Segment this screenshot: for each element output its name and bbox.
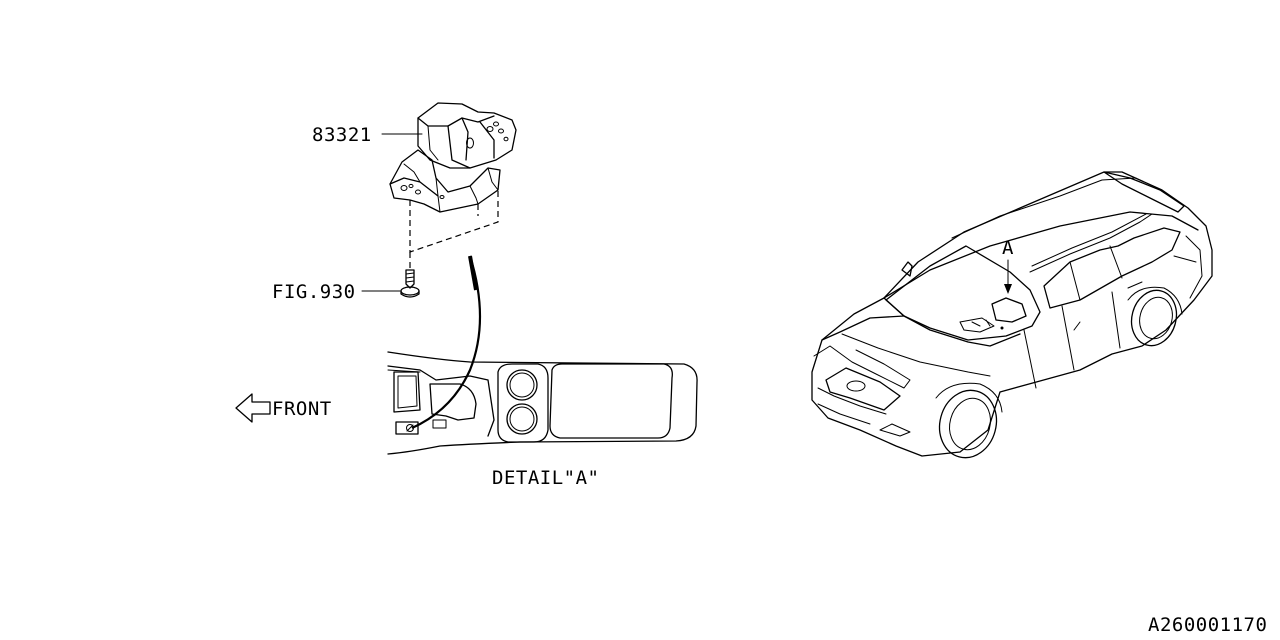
fig-reference-label: FIG.930 [272,281,356,303]
screw-illustration [400,269,420,298]
part-number-label: 83321 [312,124,372,146]
hollow-left-arrow-icon [235,393,271,423]
detail-leader-curve [411,255,482,430]
detail-label: DETAIL"A" [492,467,599,489]
detail-leader-thick-start [468,255,478,291]
vehicle-illustration [811,171,1213,459]
down-arrow-icon [1004,259,1012,294]
switch-assembly-illustration [389,102,517,272]
view-marker-label: A [1002,237,1014,259]
drawing-code-label: A260001170 [1148,614,1267,636]
front-label: FRONT [272,398,332,420]
center-console-detail-illustration [387,351,698,455]
